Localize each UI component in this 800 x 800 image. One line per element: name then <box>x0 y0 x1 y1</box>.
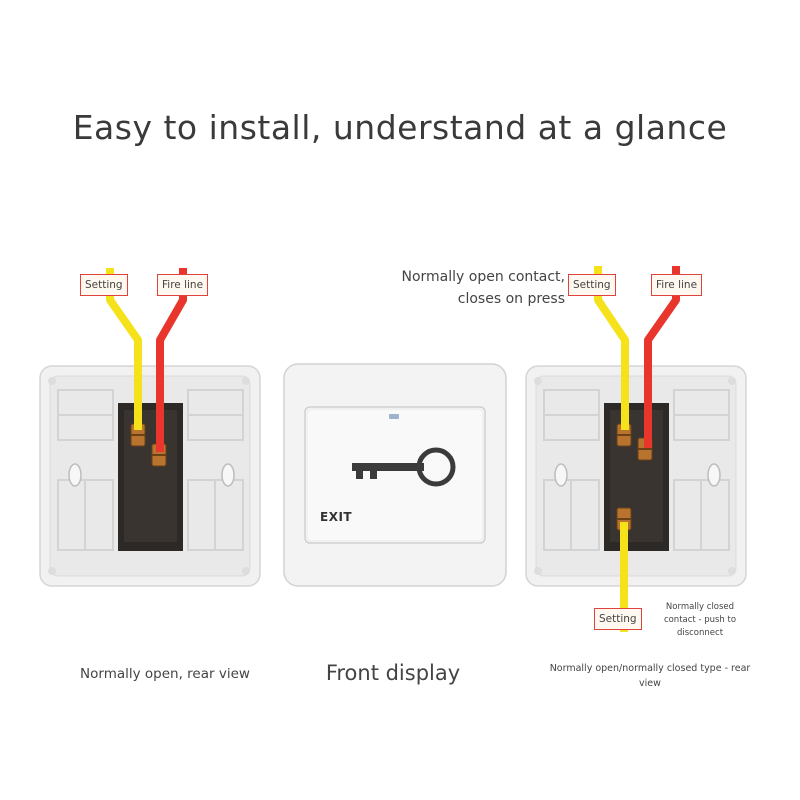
fire-line-label-left: Fire line <box>157 274 209 296</box>
normally-closed-note: Normally closed contact - push to discon… <box>655 601 745 640</box>
right-rear-panel <box>525 365 747 587</box>
front-panel <box>283 363 507 587</box>
left-rear-panel <box>39 365 261 587</box>
page-title: Easy to install, understand at a glance <box>72 108 728 147</box>
normally-closed-note-line2: contact - push to <box>663 615 737 625</box>
normally-open-note-line2: closes on press <box>457 291 565 307</box>
fire-line-label-right: Fire line <box>651 274 703 296</box>
caption-right-line2: view <box>639 678 661 689</box>
normally-open-note: Normally open contact, closes on press <box>360 266 565 310</box>
key-icon <box>352 447 456 487</box>
caption-left: Normally open, rear view <box>80 666 250 682</box>
caption-right-line1: Normally open/normally closed type - rea… <box>549 663 751 674</box>
setting-label-right-bottom: Setting <box>594 608 642 630</box>
setting-label-left: Setting <box>80 274 128 296</box>
normally-closed-note-line3: disconnect <box>676 628 724 638</box>
caption-center: Front display <box>325 661 461 685</box>
normally-open-note-line1: Normally open contact, <box>401 269 565 285</box>
setting-label-right-top: Setting <box>568 274 616 296</box>
caption-right: Normally open/normally closed type - rea… <box>520 661 780 691</box>
normally-closed-note-line1: Normally closed <box>665 602 735 612</box>
exit-label: EXIT <box>320 510 353 524</box>
